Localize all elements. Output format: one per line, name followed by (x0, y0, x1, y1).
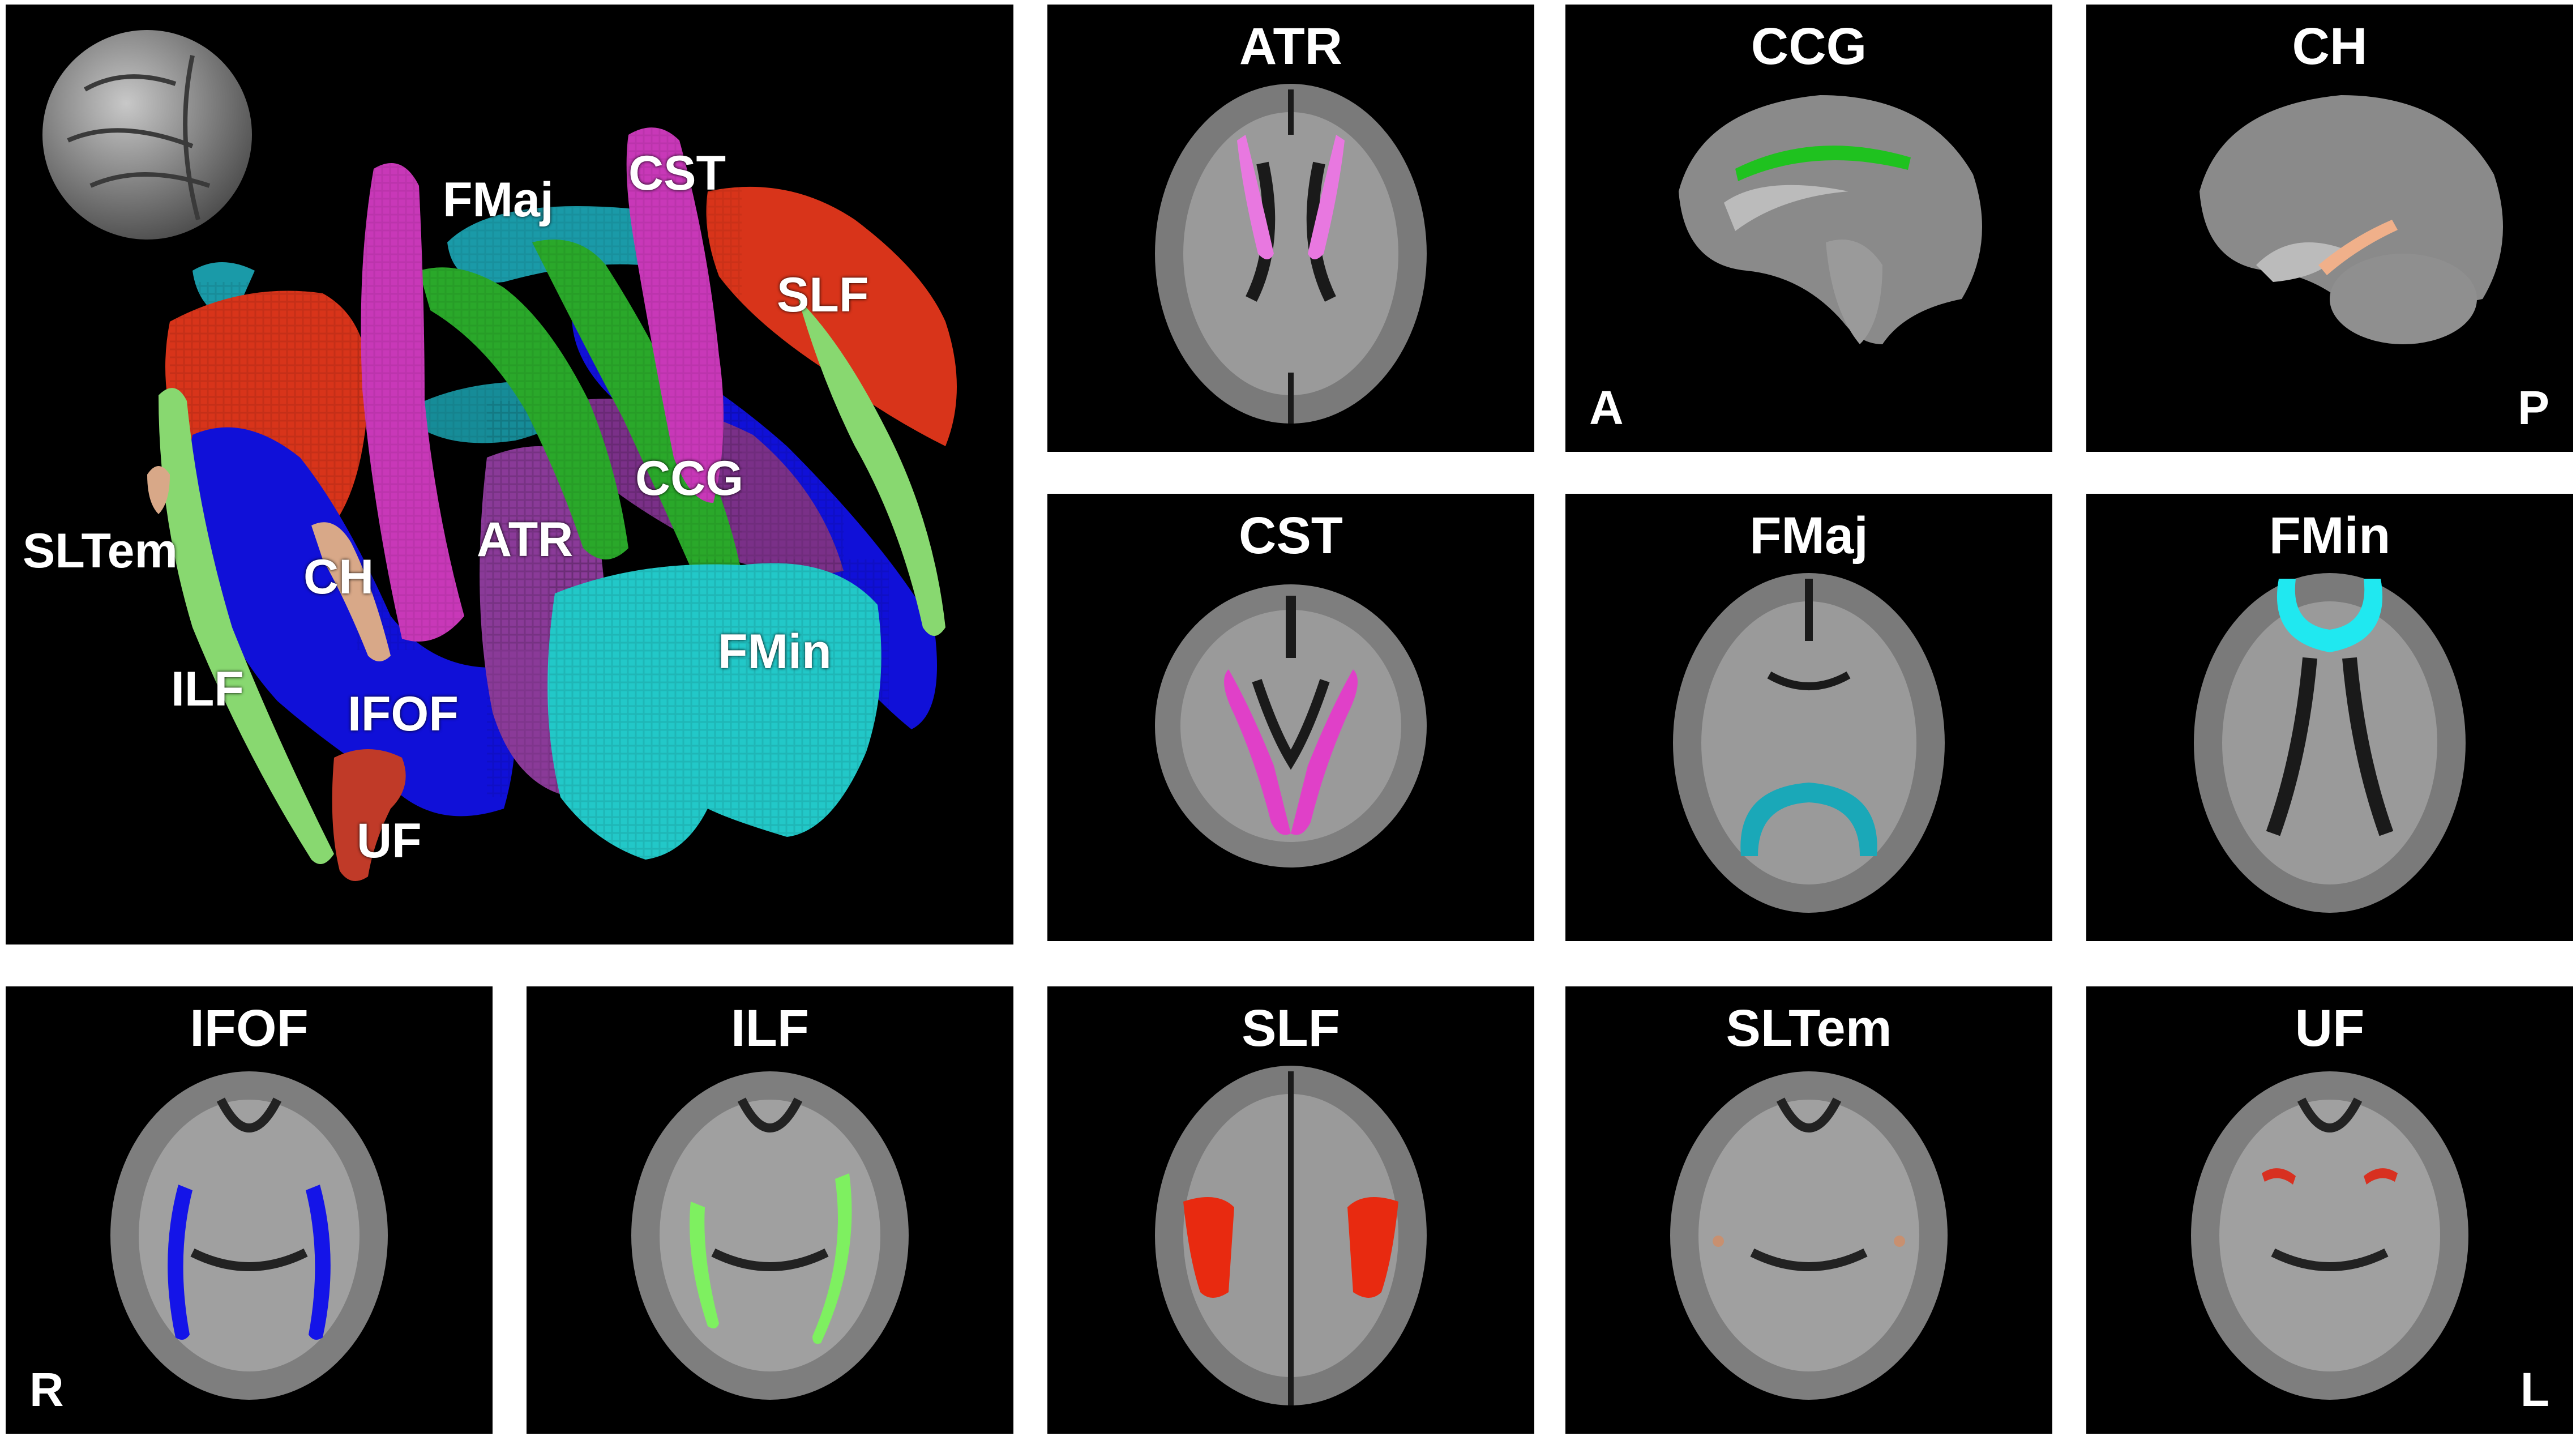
panel-ch: CH P (2086, 5, 2573, 452)
corner-label-l: L (2520, 1363, 2549, 1416)
label-atr: ATR (477, 512, 574, 567)
panel-title-ifof: IFOF (190, 999, 309, 1057)
slice-ch (2200, 95, 2503, 344)
label-uf: UF (357, 814, 422, 868)
label-ifof: IFOF (348, 687, 459, 741)
slice-uf (2191, 1071, 2468, 1400)
slice-cst (1155, 584, 1427, 867)
slice-sltem (1670, 1071, 1948, 1400)
panel-atr: ATR (1047, 5, 1534, 452)
corner-label-r: R (29, 1363, 64, 1416)
slice-ccg (1679, 95, 1982, 344)
slice-fmaj (1673, 573, 1945, 913)
tract-ch-3d (147, 466, 391, 661)
slice-slf (1155, 1066, 1427, 1405)
label-ilf: ILF (171, 662, 244, 716)
panel-ccg: CCG A (1565, 5, 2052, 452)
tract-ifof-overlay (168, 1185, 331, 1340)
label-sltem: SLTem (23, 524, 178, 578)
tract-cst-overlay (1224, 669, 1358, 835)
tract-ch-overlay (2318, 220, 2398, 275)
panel-title-ccg: CCG (1751, 18, 1867, 75)
slice-atr (1155, 84, 1427, 424)
tract-atr-overlay (1237, 135, 1345, 259)
tract-uf-3d (332, 749, 406, 881)
tract-fmin-3d (547, 559, 889, 865)
panel-title-atr: ATR (1239, 18, 1343, 75)
slice-ifof (110, 1071, 388, 1400)
panel-title-sltem: SLTem (1726, 999, 1892, 1057)
overview-3d-render (42, 30, 957, 881)
tract-slf-overlay (1183, 1197, 1398, 1298)
panel-title-fmaj: FMaj (1749, 507, 1868, 565)
tract-uf-overlay (2262, 1168, 2398, 1185)
label-fmin: FMin (718, 625, 832, 679)
slice-fmin (2194, 573, 2466, 913)
corner-label-p: P (2517, 381, 2549, 434)
panel-slf: SLF (1047, 986, 1534, 1434)
panel-cst: CST (1047, 494, 1534, 941)
label-cst: CST (628, 146, 726, 200)
corner-label-a: A (1589, 381, 1624, 434)
panel-title-slf: SLF (1242, 999, 1340, 1057)
panel-title-cst: CST (1239, 507, 1343, 565)
panel-sltem: SLTem (1565, 986, 2052, 1434)
label-fmaj: FMaj (443, 173, 554, 227)
label-slf: SLF (777, 268, 869, 322)
tract-ilf-3d (159, 299, 945, 864)
label-ch: CH (303, 550, 374, 604)
tract-ccg-overlay (1735, 146, 1911, 181)
panel-ifof: IFOF R (6, 986, 493, 1434)
panel-uf: UF L (2086, 986, 2573, 1434)
panel-title-ch: CH (2292, 18, 2368, 75)
tract-fmaj-overlay (1740, 783, 1877, 856)
slice-ilf (631, 1071, 909, 1400)
panel-ilf: ILF (527, 986, 1013, 1434)
panel-fmaj: FMaj (1565, 494, 2052, 941)
brain-thumbnail (42, 30, 252, 240)
label-ccg: CCG (635, 451, 744, 506)
tract-fmin-overlay (2277, 579, 2383, 652)
panel-title-fmin: FMin (2269, 507, 2391, 565)
panel-title-ilf: ILF (731, 999, 809, 1057)
overview-3d-panel: FMaj CST SLF CCG SLTem CH ATR FMin ILF I… (6, 5, 1013, 944)
panel-fmin: FMin (2086, 494, 2573, 941)
panel-title-uf: UF (2295, 999, 2365, 1057)
